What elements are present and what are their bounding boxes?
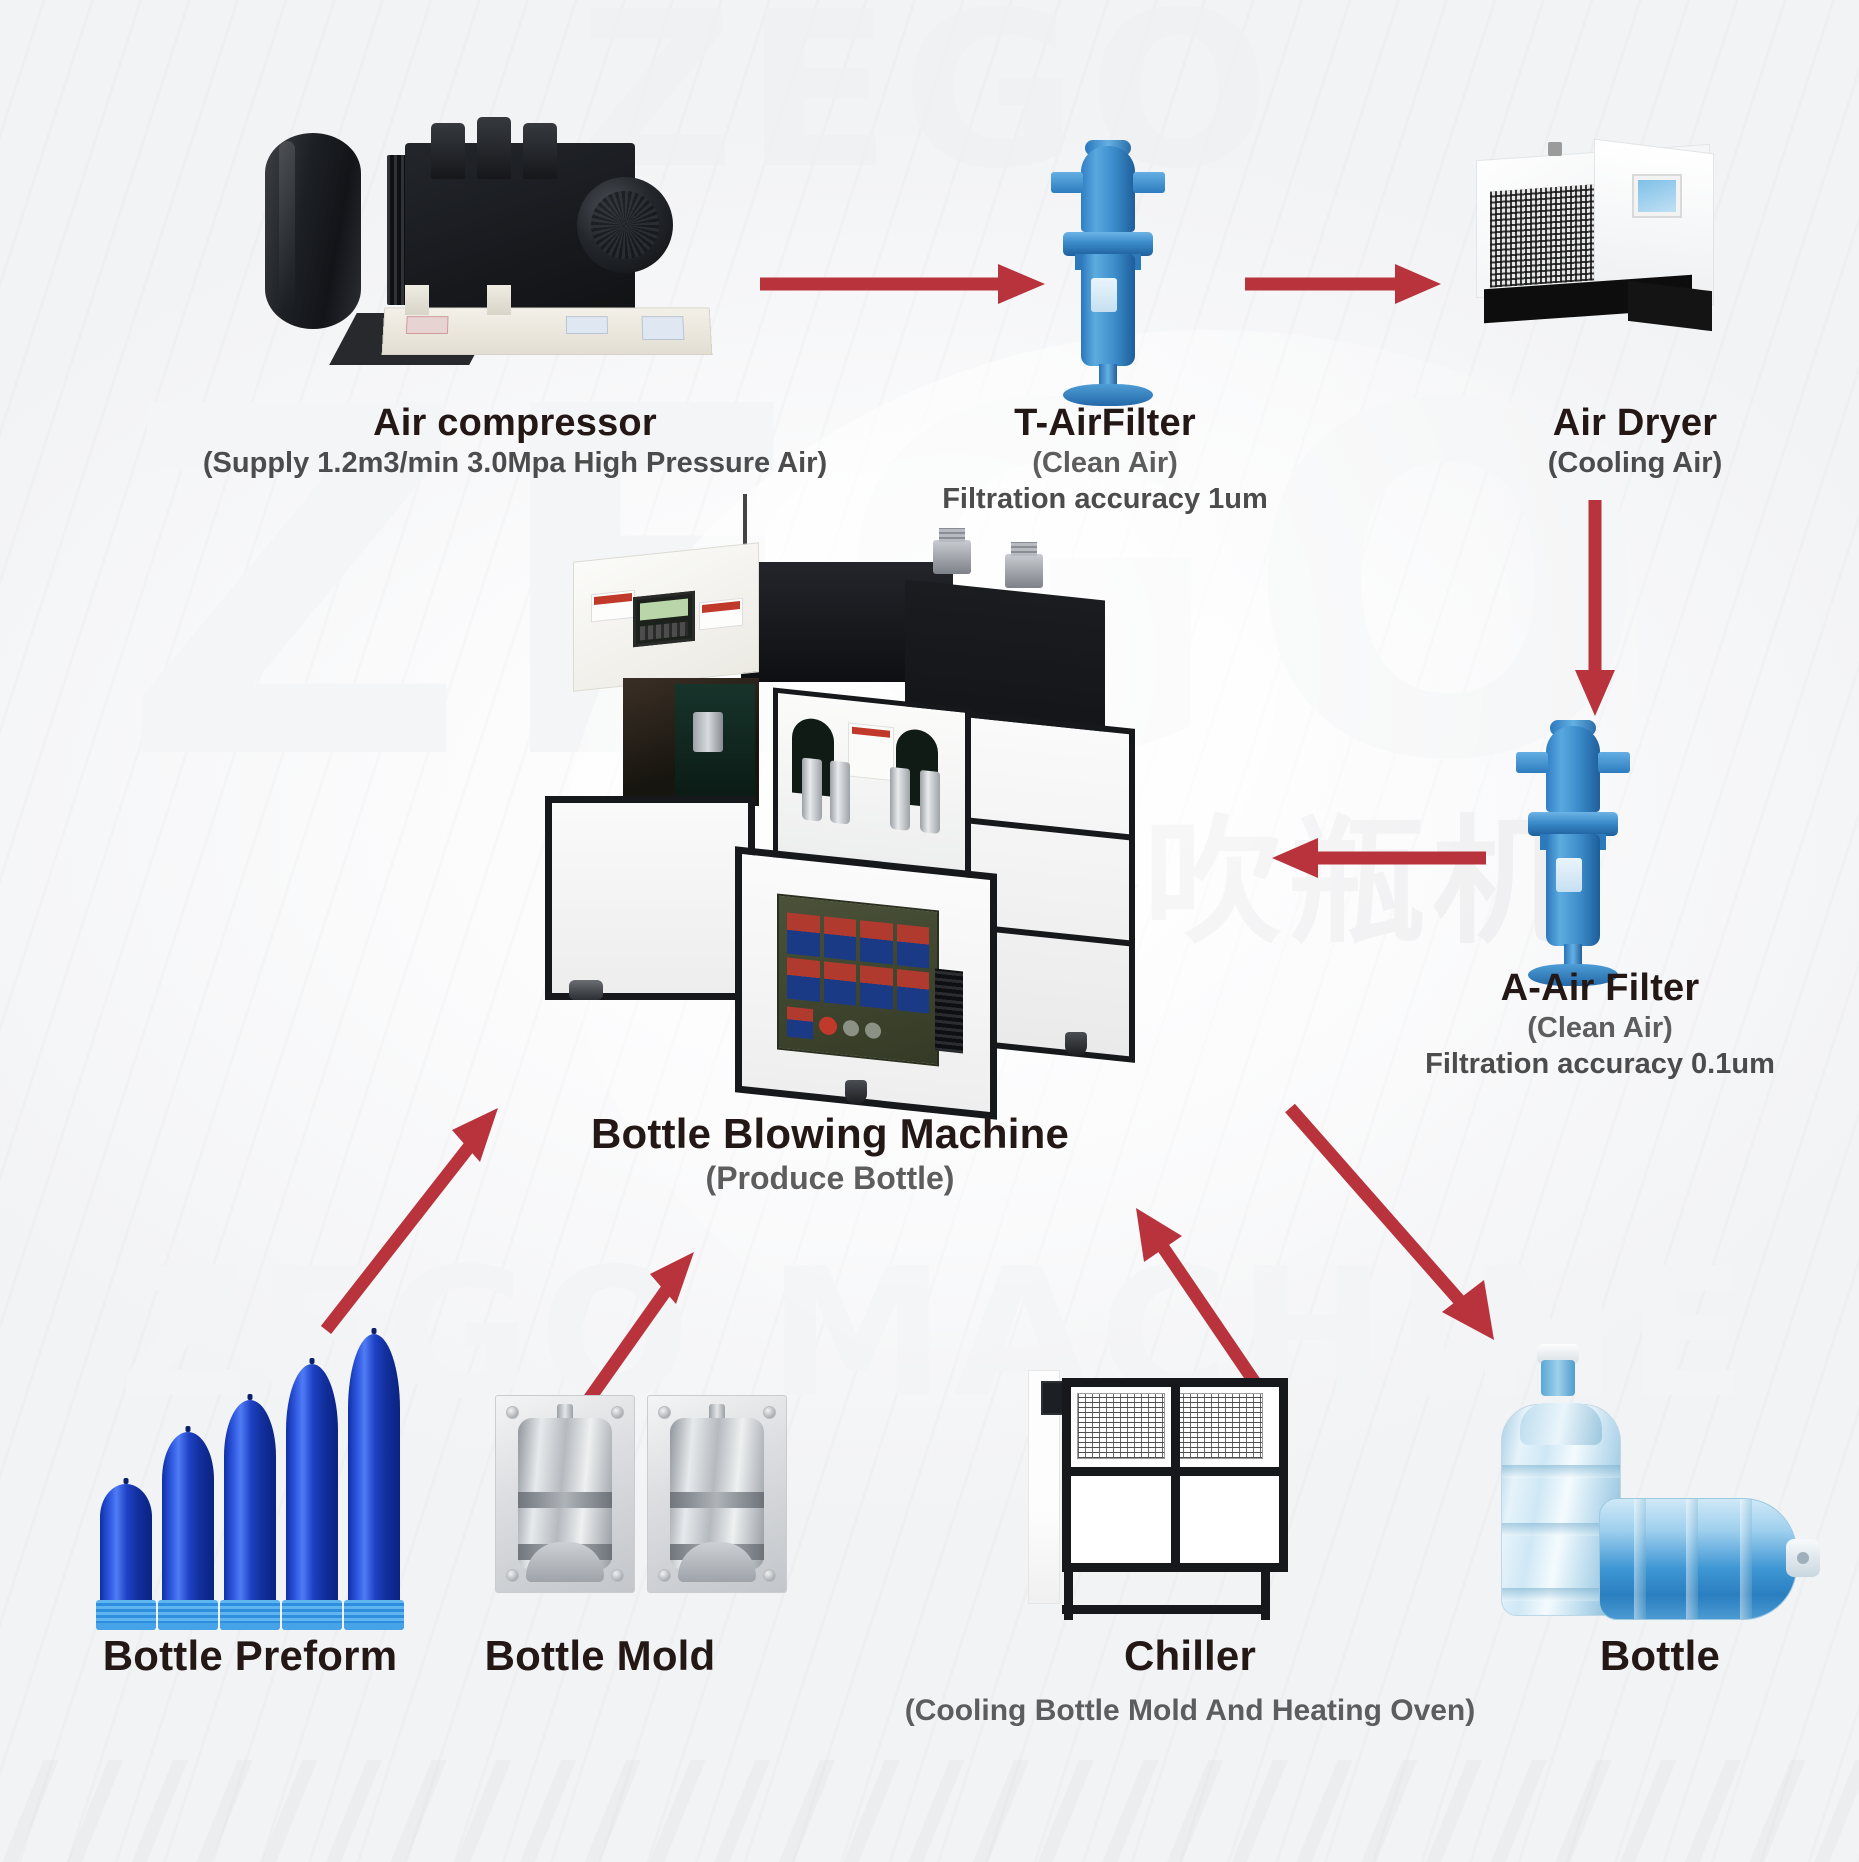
a-air-filter-title: A-Air Filter [1500, 967, 1700, 1009]
air-compressor-image [255, 117, 725, 370]
bottle-image [1495, 1344, 1820, 1630]
bottle-blowing-machine-image [545, 494, 1145, 1120]
preform-3 [220, 1394, 280, 1630]
arrow-aairfilter-to-blowingmachine [1272, 838, 1486, 878]
preform-4 [282, 1358, 342, 1630]
arrow-airdryer-to-aairfilter [1575, 500, 1615, 716]
bottle-mold-title: Bottle Mold [484, 1632, 716, 1679]
background-bottom-band [0, 1760, 1859, 1862]
arrow-tairfilter-to-airdryer [1245, 264, 1441, 304]
preform-5 [344, 1328, 404, 1630]
bottle-title: Bottle [1599, 1632, 1721, 1679]
bottle-blowing-machine-title: Bottle Blowing Machine [590, 1110, 1070, 1157]
label-bottle-mold: Bottle Mold [440, 1630, 760, 1681]
arrow-preform-to-blowingmachine [320, 1108, 498, 1335]
air-compressor-title: Air compressor [373, 402, 657, 444]
a-air-filter-subtitle: (Clean Air) [1527, 1012, 1673, 1045]
chiller-subtitle: (Cooling Bottle Mold And Heating Oven) [904, 1694, 1476, 1728]
t-air-filter-image [1051, 140, 1165, 410]
label-air-dryer: Air Dryer (Cooling Air) [1455, 400, 1815, 482]
bottle-blowing-machine-subtitle: (Produce Bottle) [705, 1160, 955, 1197]
label-air-compressor: Air compressor (Supply 1.2m3/min 3.0Mpa … [150, 400, 880, 482]
arrow-mold-to-blowingmachine [574, 1252, 694, 1416]
preform-2 [158, 1426, 218, 1630]
air-dryer-image [1470, 138, 1720, 340]
preform-1 [96, 1478, 156, 1630]
label-t-air-filter: T-AirFilter (Clean Air) Filtration accur… [855, 400, 1355, 517]
air-dryer-subtitle: (Cooling Air) [1547, 447, 1723, 480]
label-a-air-filter: A-Air Filter (Clean Air) Filtration accu… [1400, 965, 1800, 1082]
a-air-filter-accuracy: Filtration accuracy 0.1um [1425, 1047, 1775, 1080]
bottle-preform-title: Bottle Preform [102, 1632, 398, 1679]
t-air-filter-accuracy: Filtration accuracy 1um [942, 482, 1268, 515]
label-chiller: Chiller (Cooling Bottle Mold And Heating… [890, 1630, 1490, 1730]
chiller-title: Chiller [1123, 1632, 1257, 1679]
label-bottle: Bottle [1520, 1630, 1800, 1681]
t-air-filter-title: T-AirFilter [1014, 402, 1196, 444]
arrow-compressor-to-tairfilter [760, 264, 1045, 304]
air-dryer-title: Air Dryer [1552, 402, 1718, 444]
chiller-image [1020, 1370, 1310, 1620]
label-bottle-blowing-machine: Bottle Blowing Machine (Produce Bottle) [500, 1108, 1160, 1198]
arrow-chiller-to-blowingmachine [1136, 1208, 1266, 1394]
a-air-filter-image [1516, 720, 1630, 990]
arrow-blowingmachine-to-bottle [1285, 1103, 1494, 1340]
label-bottle-preform: Bottle Preform [70, 1630, 430, 1681]
bottle-mold-image [495, 1395, 795, 1600]
t-air-filter-subtitle: (Clean Air) [1032, 447, 1178, 480]
air-compressor-subtitle: (Supply 1.2m3/min 3.0Mpa High Pressure A… [202, 447, 828, 480]
bottle-preform-image [96, 1328, 430, 1630]
